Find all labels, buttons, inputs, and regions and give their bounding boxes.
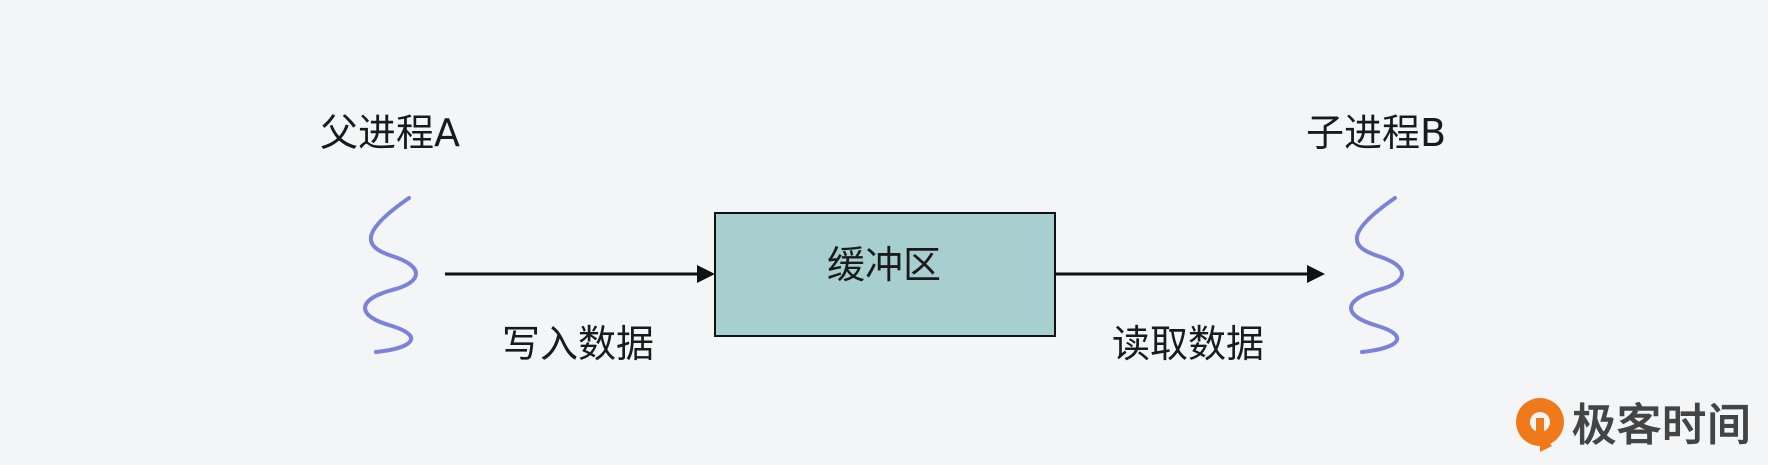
logo-text: 极客时间 — [1572, 400, 1752, 451]
child-thread-wave-icon — [1349, 196, 1404, 354]
geektime-logo-icon — [1516, 398, 1564, 452]
buffer-box — [714, 212, 1056, 337]
parent-thread-wave-icon — [363, 196, 418, 354]
write-data-label: 写入数据 — [502, 322, 655, 366]
read-arrow-head — [1307, 265, 1325, 283]
parent-process-label: 父进程A — [320, 111, 460, 155]
child-process-label: 子进程B — [1306, 111, 1447, 155]
read-data-label: 读取数据 — [1112, 322, 1265, 366]
buffer-label: 缓冲区 — [826, 243, 941, 287]
write-arrow-head — [697, 265, 715, 283]
